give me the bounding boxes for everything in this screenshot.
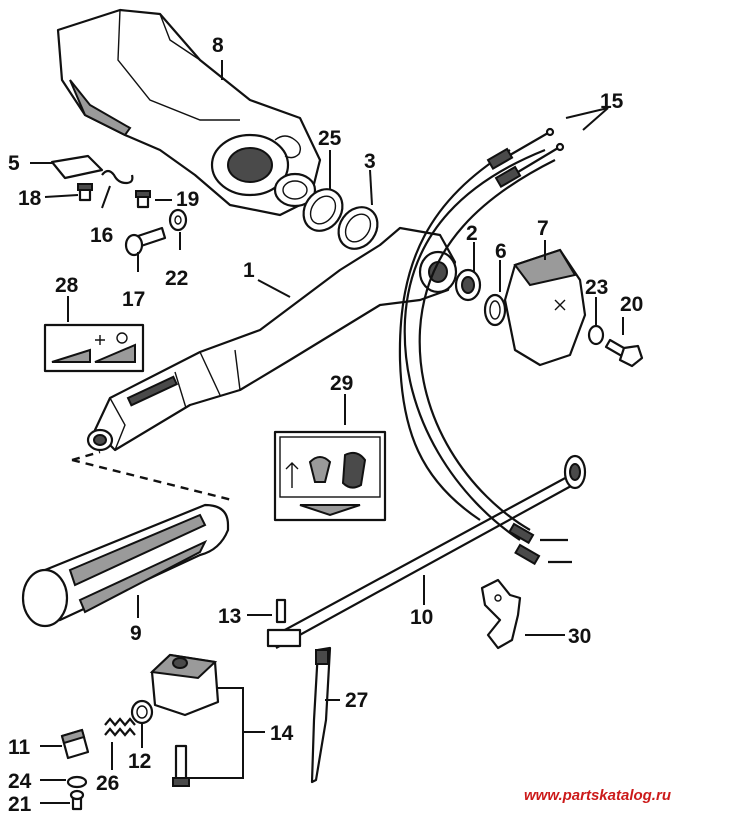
label-30: 30 <box>568 625 591 648</box>
decal-part-29 <box>273 430 387 522</box>
label-21: 21 <box>8 793 32 816</box>
label-23: 23 <box>585 276 608 299</box>
label-7: 7 <box>537 217 549 240</box>
watermark: www.partskatalog.ru <box>524 787 671 804</box>
screw-part-19 <box>135 190 151 209</box>
washer-part-23 <box>587 324 605 346</box>
label-8: 8 <box>212 34 224 57</box>
tiller-housing-part-8 <box>56 8 322 217</box>
label-26: 26 <box>96 772 119 795</box>
label-15: 15 <box>600 90 624 113</box>
throttle-cable-part-10 <box>266 148 587 649</box>
nut-part-11 <box>60 728 90 760</box>
label-22: 22 <box>165 267 188 290</box>
label-9: 9 <box>130 622 142 645</box>
screw-part-20 <box>604 338 644 368</box>
label-6: 6 <box>495 240 507 263</box>
screw-part-18 <box>77 183 93 202</box>
bolt-block-part-14 <box>172 744 190 787</box>
label-1: 1 <box>243 259 255 282</box>
label-12: 12 <box>128 750 151 773</box>
label-29: 29 <box>330 372 353 395</box>
sleeve-part-12 <box>130 699 154 725</box>
label-24: 24 <box>8 770 32 793</box>
leader-lines <box>30 60 624 804</box>
label-5: 5 <box>8 152 20 175</box>
washer-part-6 <box>483 293 507 327</box>
o-ring-part-25 <box>302 188 344 232</box>
label-27: 27 <box>345 689 368 712</box>
washer-part-24 <box>66 775 88 789</box>
bushing-part-2 <box>454 268 482 302</box>
bracket-part-5 <box>50 154 134 185</box>
label-2: 2 <box>466 222 478 245</box>
cover-part-7 <box>503 248 587 367</box>
block-part-14 <box>149 653 220 717</box>
o-ring-part-3 <box>337 206 379 250</box>
spring-part-26 <box>104 717 136 737</box>
label-20: 20 <box>620 293 643 316</box>
label-19: 19 <box>176 188 199 211</box>
label-17: 17 <box>122 288 145 311</box>
label-18: 18 <box>18 187 42 210</box>
washer-part-22 <box>168 208 188 232</box>
label-25: 25 <box>318 127 342 150</box>
clip-part-30 <box>480 578 522 650</box>
pin-part-13 <box>275 598 287 624</box>
label-3: 3 <box>364 150 376 173</box>
cable-ends-part-15 <box>486 127 565 189</box>
label-13: 13 <box>218 605 241 628</box>
label-14: 14 <box>270 722 294 745</box>
cable-tie-part-27 <box>310 646 332 784</box>
label-10: 10 <box>410 606 433 629</box>
screw-part-21 <box>69 789 85 811</box>
label-28: 28 <box>55 274 79 297</box>
label-11: 11 <box>8 736 31 759</box>
decal-part-28 <box>43 323 145 373</box>
tiller-arm-part-1 <box>86 226 458 452</box>
grip-part-9 <box>21 503 230 628</box>
bolt-part-17 <box>124 226 167 257</box>
label-16: 16 <box>90 224 113 247</box>
